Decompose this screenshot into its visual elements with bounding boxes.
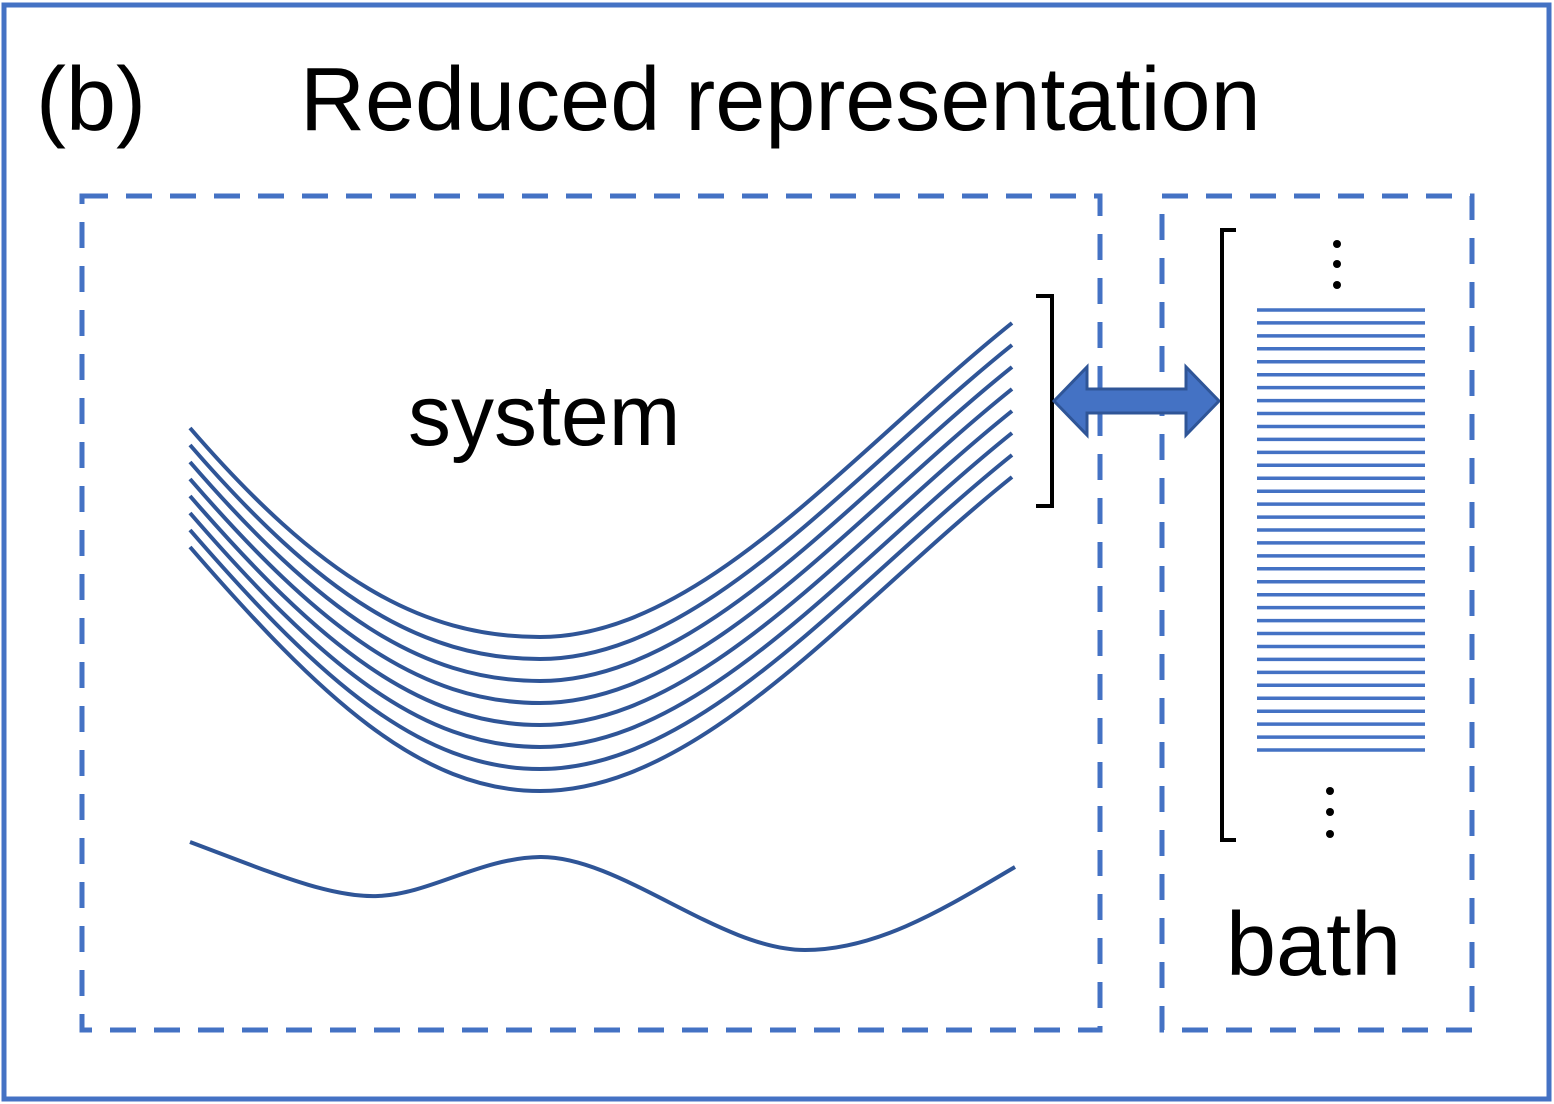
excited-state-curve	[188, 321, 1014, 640]
ellipsis-top	[1333, 240, 1341, 289]
ellipsis-bottom	[1326, 787, 1334, 838]
figure-title: Reduced representation	[300, 50, 1261, 150]
bath-label: bath	[1226, 895, 1401, 995]
excited-state-curve	[188, 409, 1014, 728]
bath-box	[1159, 193, 1475, 1033]
excited-state-curve	[188, 365, 1014, 684]
excited-state-curve	[188, 343, 1014, 662]
system-box	[79, 193, 1103, 1033]
system-bracket	[1036, 294, 1054, 508]
excited-state-curves	[188, 321, 1014, 794]
coupling-arrow	[1051, 363, 1222, 439]
excited-state-curve	[188, 431, 1014, 750]
panel-label: (b)	[36, 50, 146, 150]
ground-state-curve	[189, 840, 1017, 953]
bath-levels	[1257, 308, 1425, 752]
excited-state-curve	[188, 387, 1014, 706]
system-label: system	[408, 368, 680, 464]
excited-state-curve	[188, 475, 1014, 794]
bath-bracket	[1220, 228, 1236, 842]
excited-state-curve	[188, 453, 1014, 772]
